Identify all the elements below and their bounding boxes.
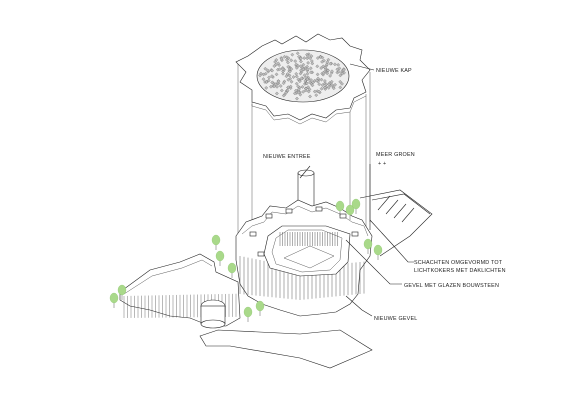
tree-icon — [336, 201, 344, 211]
left-wing — [120, 254, 240, 328]
courtyard-outline — [264, 226, 350, 276]
label-schachten-line2: LICHTKOKERS MET DAKLICHTEN — [414, 268, 506, 274]
label-schachten-line1: SCHACHTEN OMGEVORMD TOT — [414, 260, 503, 266]
tree-icon — [364, 239, 372, 249]
label-gevel-glazen: GEVEL MET GLAZEN BOUWSTEEN — [404, 283, 499, 289]
main-building — [236, 200, 372, 316]
new-roof — [236, 34, 370, 124]
tree-icon — [352, 199, 360, 209]
tree-icon — [374, 245, 382, 255]
tree-icon — [118, 285, 126, 295]
label-meer-groen-marks: + + — [378, 161, 386, 167]
tree-icon — [244, 307, 252, 317]
label-nieuwe-kap: NIEUWE KAP — [376, 68, 412, 74]
label-meer-groen: MEER GROEN — [376, 152, 415, 158]
tree-icon — [256, 301, 264, 311]
tree-icon — [216, 251, 224, 261]
tree-icon — [110, 293, 118, 303]
tree-icon — [228, 263, 236, 273]
tree-icon — [212, 235, 220, 245]
label-nieuwe-entree: NIEUWE ENTREE — [263, 154, 311, 160]
label-nieuwe-gevel: NIEUWE GEVEL — [374, 316, 417, 322]
